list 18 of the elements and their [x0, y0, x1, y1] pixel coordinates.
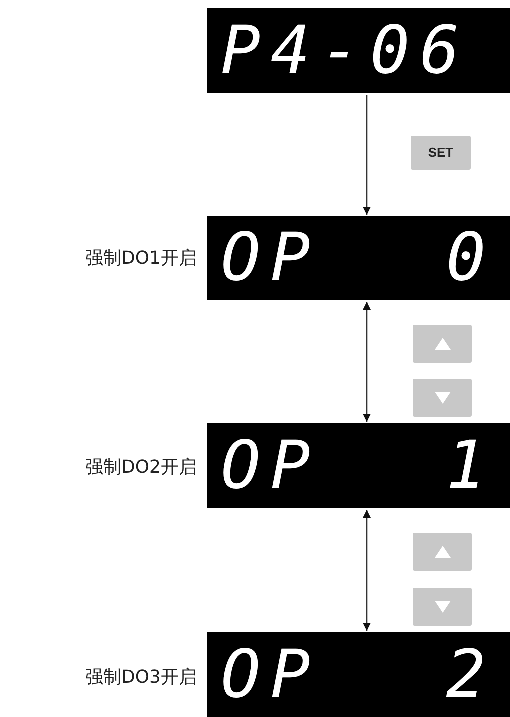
display-readout: OP	[221, 642, 320, 708]
display-readout: 0	[446, 225, 496, 291]
display-readout: 1	[446, 432, 496, 498]
set-key: SET	[411, 136, 471, 170]
display-panel	[207, 8, 510, 93]
display-panel	[207, 216, 510, 300]
display-readout: OP	[221, 225, 320, 291]
display-caption: 强制DO3开启	[86, 666, 197, 689]
display-caption: 强制DO1开启	[86, 247, 197, 270]
display-readout: 2	[446, 642, 496, 708]
display-readout: P4-06	[221, 18, 470, 84]
display-readout: OP	[221, 432, 320, 498]
arrow	[363, 95, 371, 215]
arrow	[363, 302, 371, 422]
display-panel	[207, 423, 510, 508]
display-caption: 强制DO2开启	[86, 456, 197, 479]
display-panel	[207, 632, 510, 717]
arrow	[363, 510, 371, 631]
